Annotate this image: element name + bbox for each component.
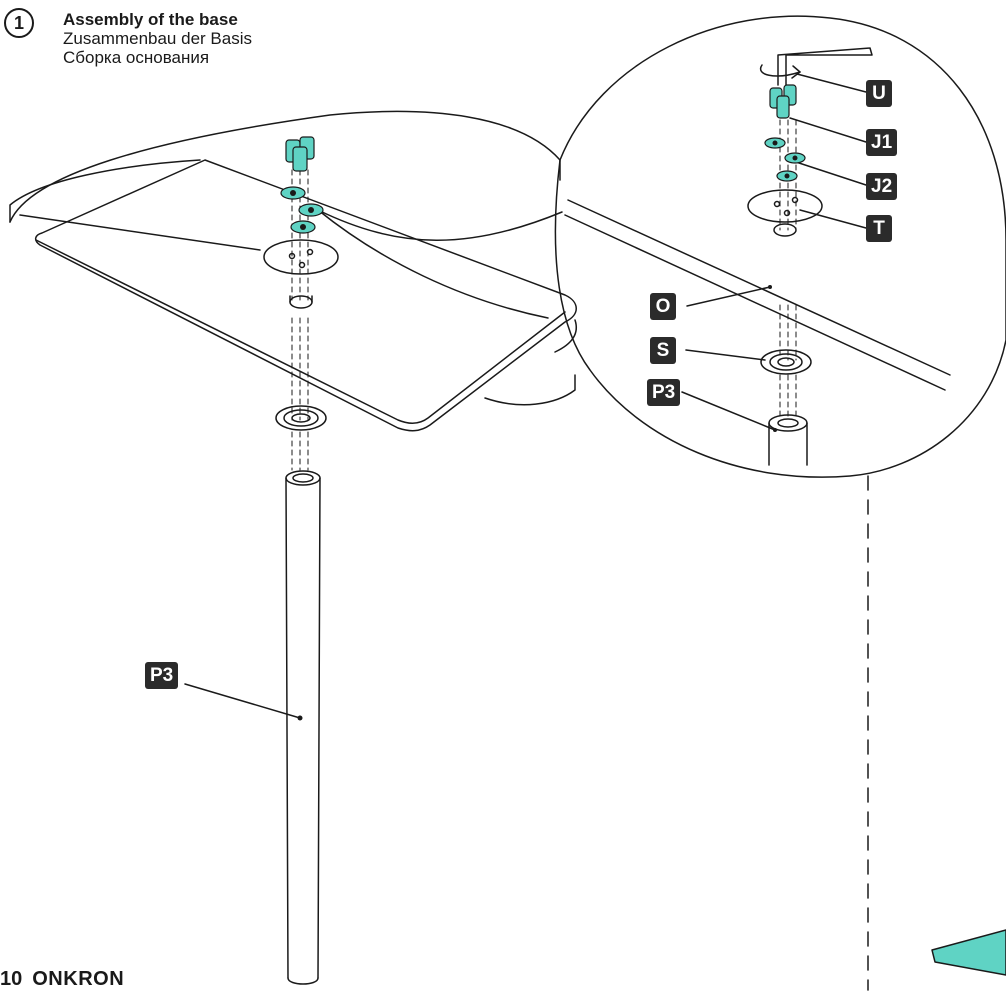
part-label-p3-detail: P3 (647, 379, 681, 406)
page-number: 10 (0, 968, 23, 990)
page-footer: 10 ONKRON (0, 968, 124, 991)
part-label-j1: J1 (866, 129, 898, 156)
part-label-s: S (650, 337, 676, 364)
part-label-u: U (866, 80, 892, 107)
part-label-j2: J2 (866, 173, 898, 200)
step-title-en: Assembly of the base (63, 10, 238, 29)
base-plate (34, 159, 577, 432)
plate-hole (289, 295, 313, 309)
part-label-o: O (650, 293, 676, 320)
step-number: 1 (4, 8, 34, 38)
part-label-p3-main: P3 (145, 662, 179, 689)
detail-circle (554, 15, 1006, 478)
brand-logo: ONKRON (32, 968, 125, 990)
part-label-t: T (866, 215, 892, 242)
ring-s-main (275, 405, 327, 431)
step-title-de: Zusammenbau der Basis (63, 29, 252, 48)
step-title: Assembly of the base Zusammenbau der Bas… (63, 10, 252, 67)
tabletop-back (9, 110, 561, 223)
top-plate-t (263, 239, 339, 275)
pole-p3 (285, 470, 321, 985)
step-title-ru: Сборка основания (63, 48, 210, 67)
hex-key (777, 47, 873, 86)
